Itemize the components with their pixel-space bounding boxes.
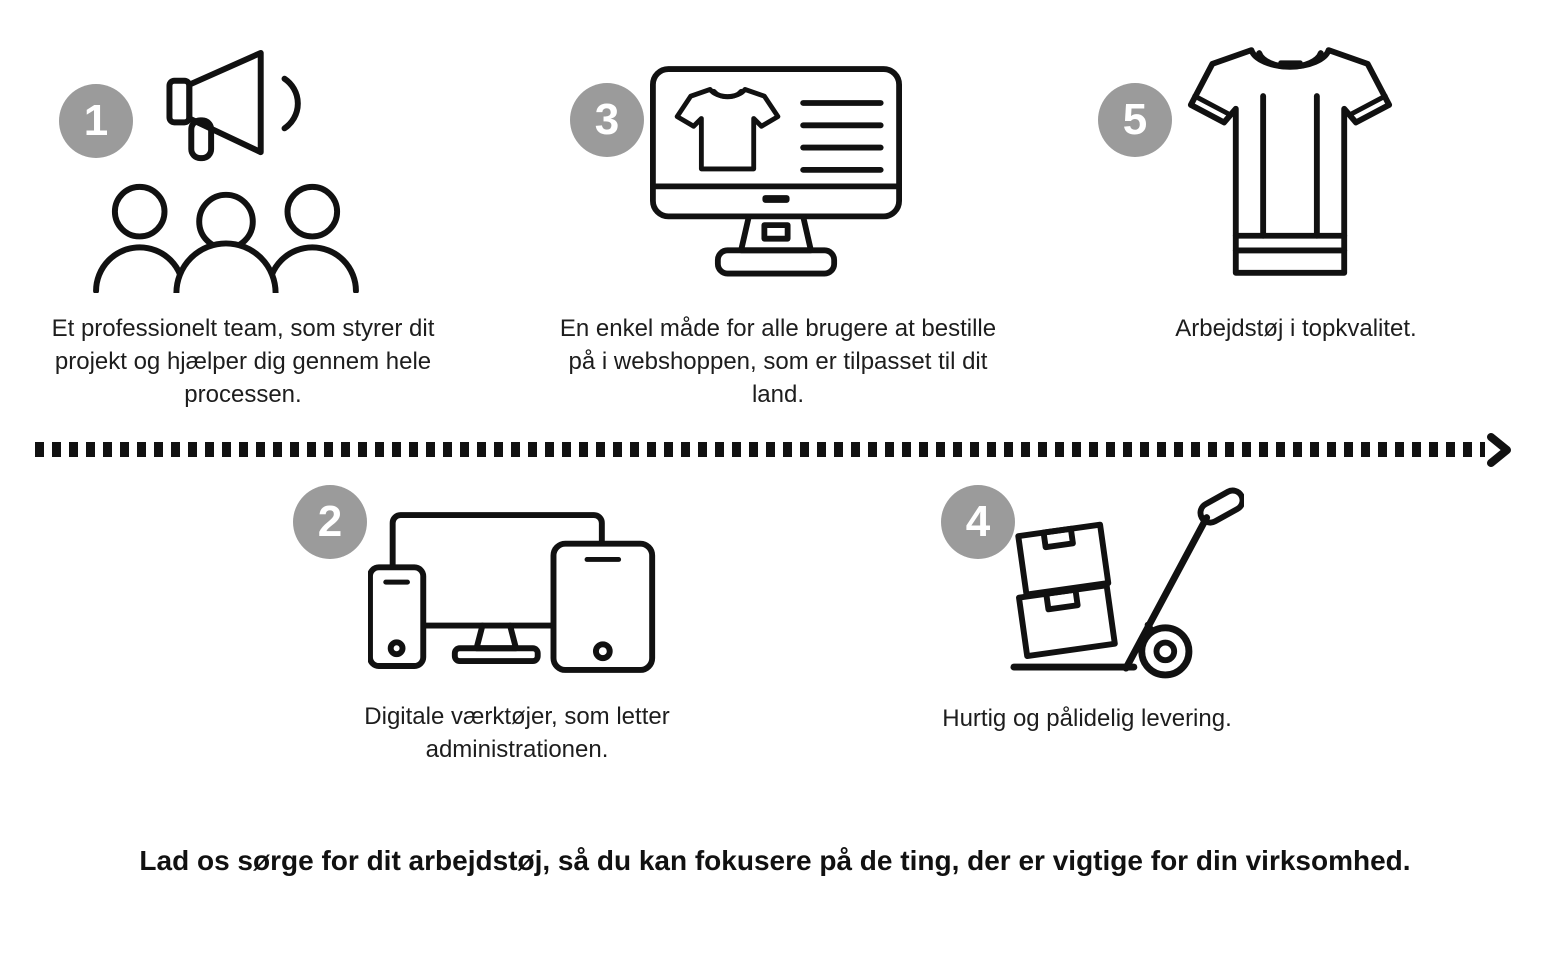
digital-devices-icon — [368, 510, 664, 676]
delivery-hand-truck-icon — [1008, 486, 1244, 683]
step-number-badge: 2 — [293, 485, 367, 559]
step-number-badge: 4 — [941, 485, 1015, 559]
step-number-badge: 5 — [1098, 83, 1172, 157]
footer-tagline: Lad os sørge for dit arbejdstøj, så du k… — [139, 845, 1411, 876]
step-caption: En enkel måde for alle brugere at bestil… — [559, 315, 997, 408]
webshop-monitor-icon — [650, 66, 902, 297]
step-caption: Et professionelt team, som styrer dit pr… — [51, 315, 435, 408]
timeline-dotted-arrow — [35, 442, 1485, 457]
step-caption: Hurtig og pålidelig levering. — [942, 705, 1232, 732]
arrow-head-icon — [1487, 433, 1513, 467]
step-caption: Arbejdstøj i topkvalitet. — [1175, 315, 1417, 342]
megaphone-team-icon — [92, 45, 360, 293]
workwear-tshirt-icon — [1185, 42, 1395, 282]
step-caption: Digitale værktøjer, som letter administr… — [364, 703, 670, 763]
step-number-badge: 3 — [570, 83, 644, 157]
step-number-badge: 1 — [59, 84, 133, 158]
